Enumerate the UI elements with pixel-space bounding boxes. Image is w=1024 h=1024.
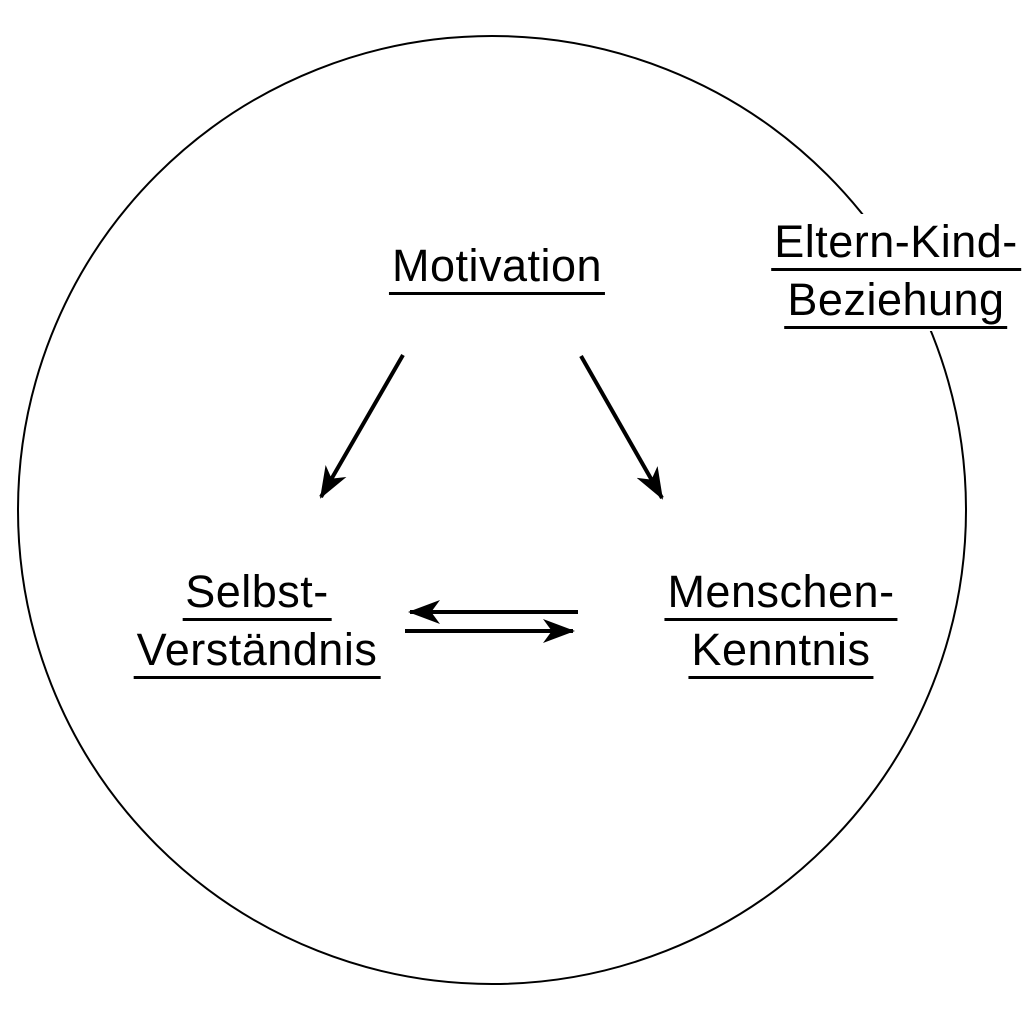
node-selbst-verstaendnis: Selbst- Verständnis bbox=[133, 566, 381, 679]
node-motivation-label: Motivation bbox=[388, 240, 606, 295]
arrow-motivation-to-menschenkenntnis bbox=[579, 355, 664, 500]
node-eltern-kind-beziehung-label-line1: Eltern-Kind- bbox=[771, 216, 1021, 271]
node-menschen-kenntnis-label-line1: Menschen- bbox=[664, 566, 898, 621]
node-motivation: Motivation bbox=[388, 240, 606, 295]
node-menschen-kenntnis: Menschen- Kenntnis bbox=[664, 566, 898, 679]
arrow-motivation-to-selbstverstaendnis bbox=[319, 353, 405, 499]
boundary-circle bbox=[17, 35, 967, 985]
node-menschen-kenntnis-label-line2: Kenntnis bbox=[688, 624, 874, 679]
node-eltern-kind-beziehung: Eltern-Kind- Beziehung bbox=[761, 214, 1024, 331]
node-selbst-verstaendnis-label-line2: Verständnis bbox=[133, 624, 381, 679]
node-eltern-kind-beziehung-label-line2: Beziehung bbox=[784, 274, 1008, 329]
node-selbst-verstaendnis-label-line1: Selbst- bbox=[182, 566, 332, 621]
